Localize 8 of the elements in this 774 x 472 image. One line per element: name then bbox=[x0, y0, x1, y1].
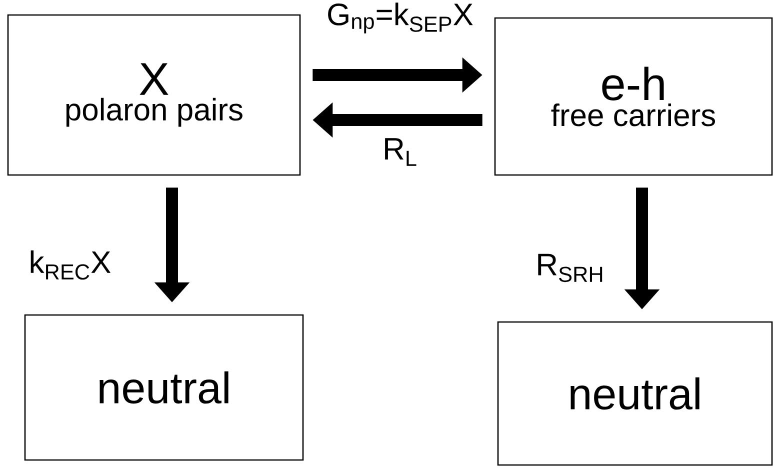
edge-label: R$_{L}$ bbox=[385, 138, 416, 166]
edge-label: G$_{np}$=k$_{SEP}$X bbox=[328, 2, 473, 34]
edge-label: k$_{REC}$X bbox=[30, 250, 111, 280]
edge-label: R$_{SRH}$ bbox=[538, 254, 602, 282]
process-box: X polaron pairs bbox=[7, 14, 301, 176]
process-box: e-h free carriers bbox=[494, 17, 773, 176]
process-box: neutral bbox=[497, 321, 773, 466]
process-box: neutral bbox=[24, 314, 304, 461]
